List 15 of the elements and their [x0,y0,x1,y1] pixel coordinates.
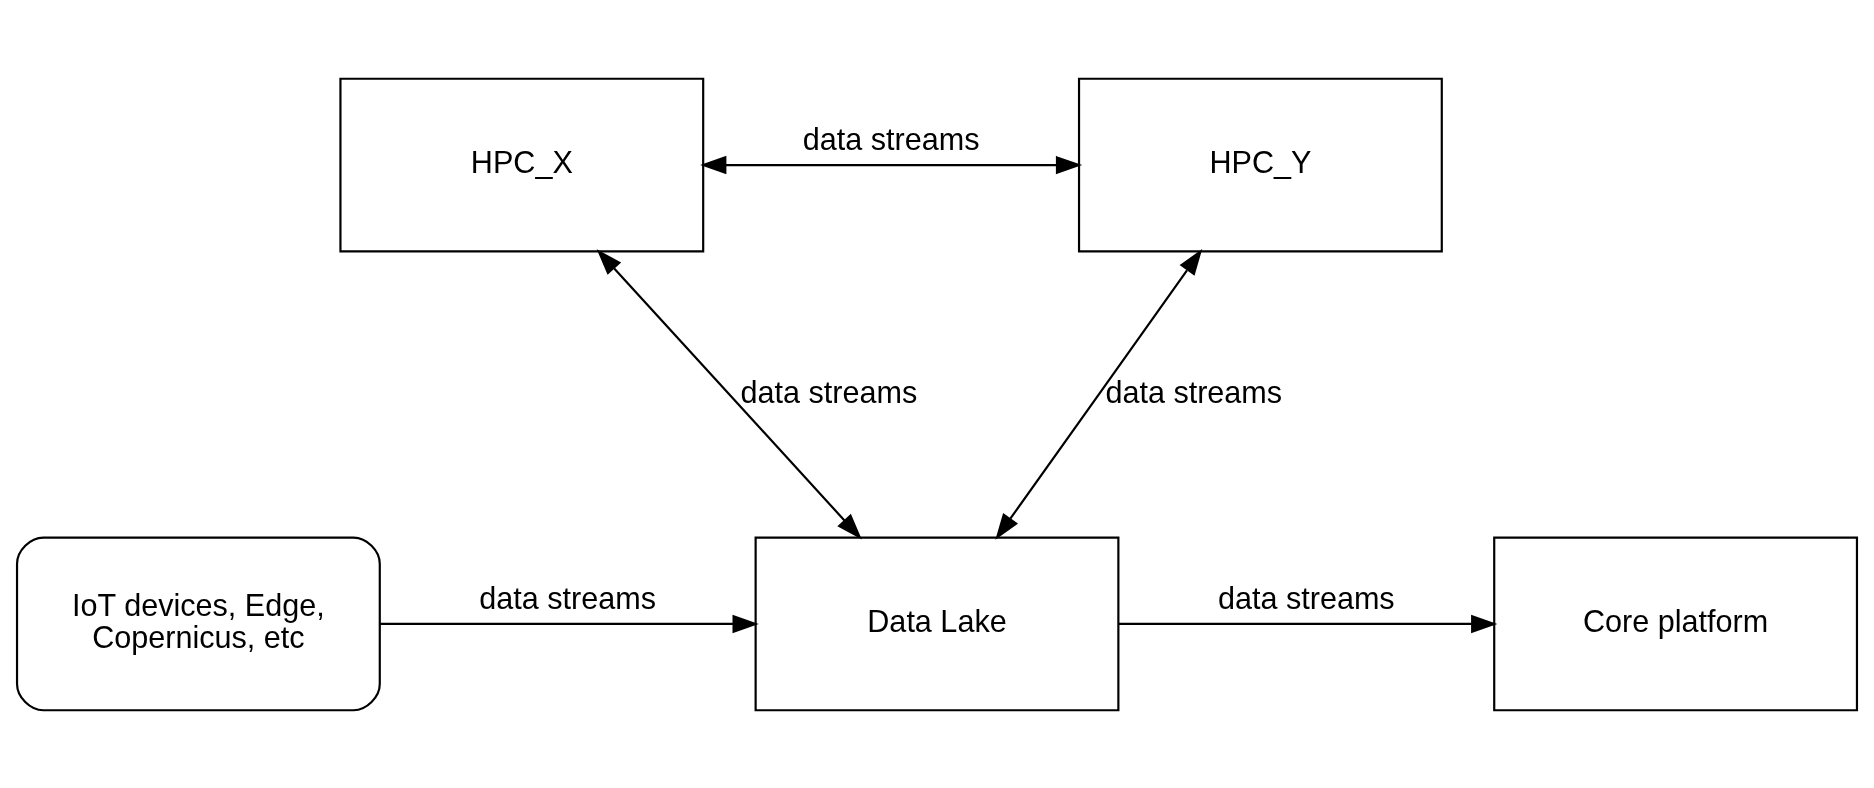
arrow [995,248,1203,540]
node-box: Data Lake [754,536,1120,711]
arrow [596,248,862,539]
arrow [700,155,1083,174]
node-box: IoT devices, Edge, Copernicus, etc [15,536,381,711]
edge-label: data streams [740,374,918,409]
edge-label: data streams [1105,374,1283,409]
arrow [380,614,759,633]
node-box: Core platform [1493,536,1859,711]
edge-label: data streams [802,121,980,156]
edge-label: data streams [479,580,657,615]
edge-label: data streams [1217,580,1395,615]
node-box: HPC_Y [1077,77,1443,252]
arrow [1118,614,1498,633]
node-box: HPC_X [339,77,705,252]
